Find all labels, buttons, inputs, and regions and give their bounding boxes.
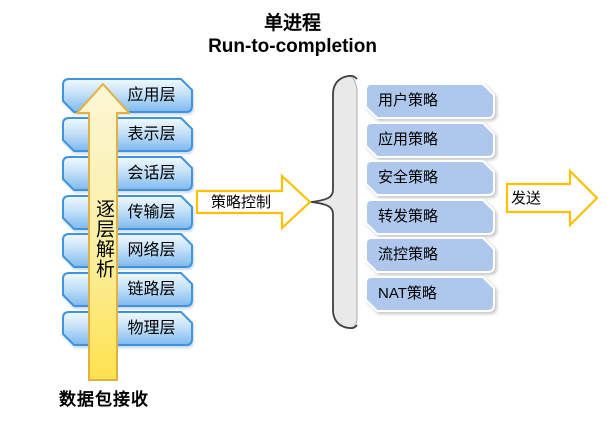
policy-shape	[365, 276, 495, 312]
policy-shape	[365, 199, 495, 235]
diagram-title: 单进程 Run-to-completion	[160, 12, 425, 58]
policy-box-user: 用户策略	[365, 83, 495, 119]
osi-layer-label: 会话层	[127, 165, 176, 182]
title-line-cn: 单进程	[263, 13, 321, 34]
title-line-en: Run-to-completion	[208, 36, 377, 57]
policy-box-nat: NAT策略	[365, 276, 495, 312]
parse-arrow-label: 逐层解析	[93, 199, 114, 279]
osi-layer-label: 表示层	[127, 126, 176, 143]
policy-shape	[365, 160, 495, 196]
osi-layer-label: 物理层	[127, 320, 176, 337]
upward-parse-arrow	[76, 83, 130, 381]
policy-label: 用户策略	[378, 92, 439, 109]
send-label: 发送	[511, 190, 542, 207]
policy-shape	[365, 237, 495, 273]
osi-layer-label: 传输层	[127, 204, 176, 221]
policy-shape	[365, 122, 495, 158]
policy-box-application: 应用策略	[365, 122, 495, 158]
policy-shape	[365, 83, 495, 119]
policy-control-arrow	[195, 173, 312, 231]
policy-control-label: 策略控制	[210, 194, 271, 211]
policy-label: NAT策略	[378, 285, 437, 302]
osi-layer-label: 链路层	[127, 281, 176, 298]
policy-label: 应用策略	[378, 131, 439, 148]
osi-layer-label: 网络层	[127, 242, 176, 259]
send-arrow	[505, 168, 599, 228]
policy-label: 流控策略	[378, 246, 439, 263]
policy-label: 安全策略	[378, 169, 439, 186]
osi-layer-label: 应用层	[127, 87, 176, 104]
policy-box-flow-control: 流控策略	[365, 237, 495, 273]
policy-box-security: 安全策略	[365, 160, 495, 196]
packet-receive-label: 数据包接收	[59, 390, 149, 409]
policy-label: 转发策略	[378, 208, 439, 225]
policy-box-forwarding: 转发策略	[365, 199, 495, 235]
